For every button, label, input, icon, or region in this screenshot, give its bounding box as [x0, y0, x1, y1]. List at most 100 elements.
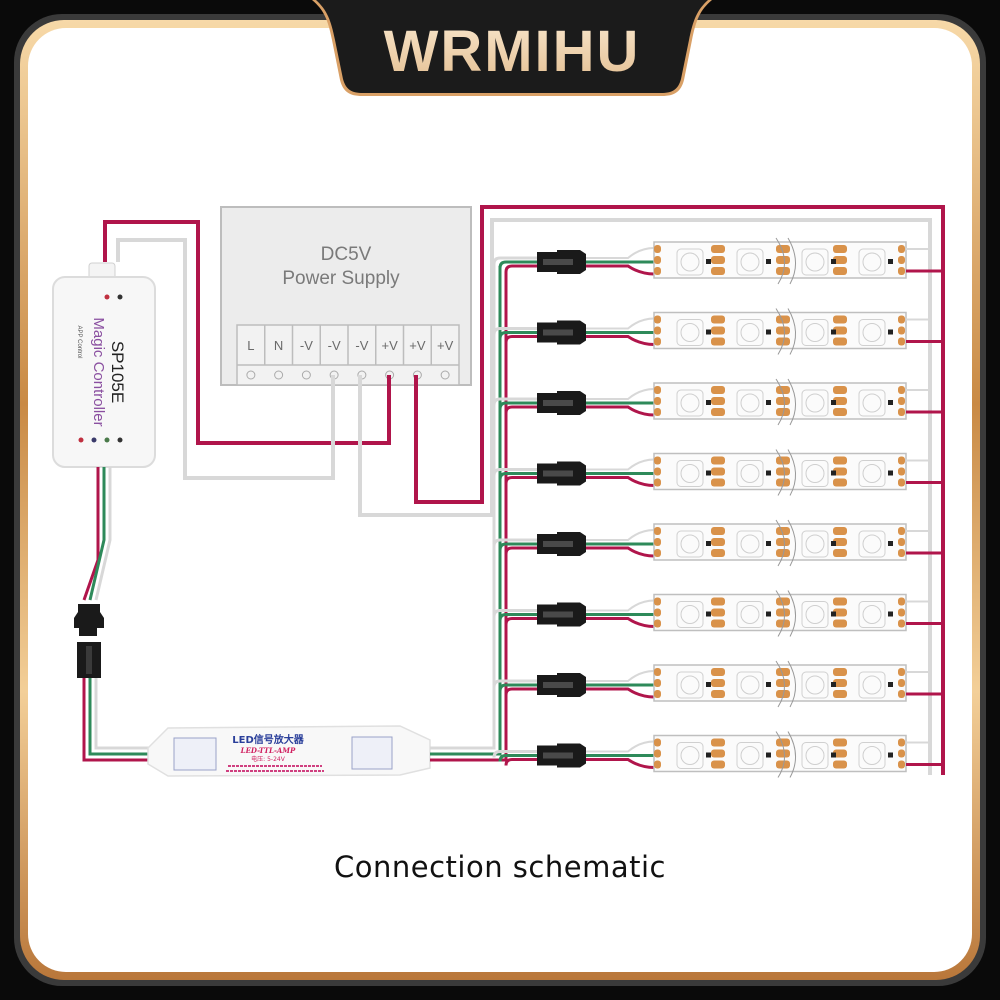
solder-pad	[776, 397, 790, 405]
solder-pad	[654, 256, 661, 264]
solder-pad	[833, 527, 847, 535]
terminal-label: -V	[300, 338, 313, 353]
solder-pad	[711, 467, 725, 476]
signal-amplifier[interactable]: LED信号放大器 LED-TTL-AMP 电压: 5-24V	[147, 725, 431, 777]
led-chip	[858, 742, 886, 769]
controller-subtitle: Magic Controller	[90, 317, 107, 426]
led-strip-row	[492, 237, 943, 285]
solder-pad	[898, 597, 905, 606]
solder-pad	[776, 326, 790, 335]
solder-pad	[654, 456, 661, 465]
solder-pad	[711, 456, 725, 465]
controller-app-label: APP Control	[76, 326, 82, 359]
solder-pad	[654, 326, 661, 335]
power-wires	[103, 205, 945, 775]
strip-positive-bus	[414, 205, 945, 775]
solder-pad	[833, 478, 847, 487]
solder-pad	[711, 619, 725, 628]
solder-pad	[654, 527, 661, 535]
solder-pad	[833, 456, 847, 465]
solder-pad	[654, 245, 661, 253]
solder-pad	[898, 679, 905, 687]
led-chip	[801, 319, 829, 346]
led-indicator	[104, 294, 110, 300]
led-chip-lens	[805, 252, 825, 272]
amplifier-output-trunk	[430, 262, 508, 762]
solder-pad	[711, 679, 725, 687]
terminal-label: -V	[355, 338, 368, 353]
led-chip	[736, 530, 764, 558]
solder-pad	[711, 668, 725, 676]
amplifier-voltage: 电压: 5-24V	[251, 755, 286, 763]
solder-pad	[833, 738, 847, 747]
solder-pad	[898, 760, 905, 769]
solder-pad	[711, 386, 725, 394]
led-chip-lens	[862, 675, 882, 695]
led-chip	[736, 460, 764, 487]
led-chip-lens	[740, 464, 760, 483]
solder-pad	[833, 749, 847, 758]
solder-pad	[776, 549, 790, 557]
led-chip-lens	[862, 746, 882, 765]
amplifier-model: LED-TTL-AMP	[240, 746, 296, 755]
led-chip-lens	[805, 605, 825, 624]
led-chip	[858, 319, 886, 346]
jst-connector	[537, 743, 586, 768]
led-strip-row	[492, 660, 943, 708]
led-chip	[801, 460, 829, 487]
controller-power-negative-wire	[116, 238, 335, 480]
solder-pad	[711, 597, 725, 606]
solder-pad	[833, 408, 847, 416]
solder-pad	[898, 668, 905, 676]
solder-pad	[833, 608, 847, 617]
led-chip-lens	[740, 605, 760, 624]
led-chip-lens	[740, 534, 760, 554]
solder-pad	[711, 690, 725, 698]
led-chip-lens	[740, 746, 760, 765]
solder-pad	[654, 690, 661, 698]
led-chip	[676, 389, 704, 417]
solder-pad	[776, 738, 790, 747]
solder-pad	[654, 337, 661, 346]
led-chip	[801, 742, 829, 769]
amplifier-title: LED信号放大器	[232, 733, 305, 746]
cut-mark	[775, 378, 785, 426]
sp105e-controller[interactable]: SP105E Magic Controller APP Control	[52, 262, 156, 468]
solder-pad	[833, 467, 847, 476]
led-chip	[801, 671, 829, 699]
terminal-label: L	[247, 338, 254, 353]
solder-pad	[654, 538, 661, 546]
led-chip	[736, 742, 764, 769]
solder-pad	[654, 679, 661, 687]
solder-pad	[776, 267, 790, 275]
led-chip	[858, 460, 886, 487]
solder-pad	[898, 245, 905, 253]
led-chip-lens	[680, 464, 700, 483]
brand-name: WRMIHU	[312, 18, 712, 85]
solder-pad	[898, 397, 905, 405]
led-chip	[736, 319, 764, 346]
solder-pad	[711, 738, 725, 747]
led-chip	[858, 530, 886, 558]
strip-negative-bus	[358, 218, 932, 775]
solder-pad	[833, 326, 847, 335]
solder-pad	[776, 619, 790, 628]
solder-pad	[711, 749, 725, 758]
solder-pad	[776, 315, 790, 324]
jst-connector	[537, 532, 586, 556]
terminal-label: -V	[328, 338, 341, 353]
solder-pad	[654, 397, 661, 405]
cut-mark	[775, 731, 785, 778]
solder-pad	[654, 760, 661, 769]
led-chip	[676, 460, 704, 487]
solder-pad	[711, 408, 725, 416]
solder-pad	[654, 597, 661, 606]
solder-pad	[776, 597, 790, 606]
jst-connector	[537, 250, 586, 274]
led-chip-lens	[680, 252, 700, 272]
led-chip	[676, 671, 704, 699]
power-supply-label: Power Supply	[282, 268, 400, 289]
solder-pad	[898, 738, 905, 747]
solder-pad	[898, 326, 905, 335]
jst-connector	[537, 673, 586, 697]
